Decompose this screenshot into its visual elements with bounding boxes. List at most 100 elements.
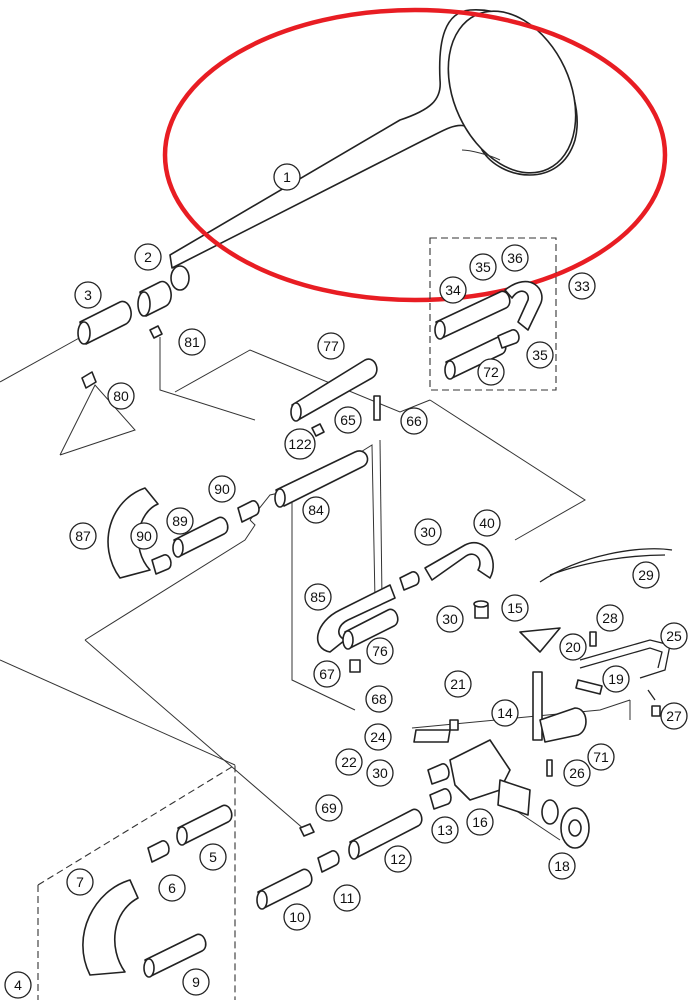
callout-35-a: 35 [469, 253, 497, 281]
callout-34: 34 [439, 276, 467, 304]
callout-circle [473, 509, 501, 537]
callout-circle [69, 522, 97, 550]
callout-circle [501, 244, 529, 272]
callout-number: 72 [483, 364, 499, 380]
callout-circle [444, 670, 472, 698]
callout-number: 24 [370, 729, 386, 745]
callout-19: 19 [602, 665, 630, 693]
callout-circle [632, 561, 660, 589]
callout-number: 11 [340, 890, 355, 906]
callout-circle [333, 884, 361, 912]
callout-67: 67 [313, 660, 341, 688]
callout-circle [317, 332, 345, 360]
callout-number: 1 [283, 169, 291, 185]
callout-33: 33 [568, 272, 596, 300]
callout-circle [74, 281, 102, 309]
callout-circle [469, 253, 497, 281]
callout-28: 28 [596, 604, 624, 632]
callout-number: 19 [608, 671, 624, 687]
callout-77: 77 [317, 332, 345, 360]
callout-number: 66 [406, 413, 422, 429]
callout-number: 16 [472, 814, 488, 830]
callout-number: 71 [593, 749, 609, 765]
callout-number: 9 [192, 974, 200, 990]
callout-number: 30 [442, 611, 458, 627]
callout-27: 27 [660, 702, 688, 730]
callout-number: 10 [289, 909, 305, 925]
callout-6: 6 [158, 874, 186, 902]
callout-number: 29 [638, 567, 654, 583]
callout-circle [660, 622, 688, 650]
callout-circle [400, 407, 428, 435]
callout-number: 122 [288, 436, 312, 452]
callout-circle [284, 428, 316, 460]
callout-number: 22 [341, 754, 357, 770]
callout-number: 21 [450, 676, 466, 692]
callout-circle [365, 685, 393, 713]
callout-35-b: 35 [526, 341, 554, 369]
callout-21: 21 [444, 670, 472, 698]
callout-circle [335, 748, 363, 776]
callout-number: 90 [214, 481, 230, 497]
callout-72: 72 [477, 358, 505, 386]
callout-circle [431, 816, 459, 844]
callout-circle [4, 971, 32, 999]
callout-68: 68 [365, 685, 393, 713]
callout-circle [563, 759, 591, 787]
callout-circle [273, 163, 301, 191]
callout-16: 16 [466, 808, 494, 836]
callout-number: 76 [372, 643, 388, 659]
callout-number: 90 [136, 528, 152, 544]
callout-4: 4 [4, 971, 32, 999]
callout-number: 87 [75, 528, 91, 544]
callout-circle [283, 903, 311, 931]
callout-122: 122 [284, 428, 316, 460]
callout-labels: 1234567910111213141516181920212224252627… [4, 163, 688, 999]
callout-3: 3 [74, 281, 102, 309]
callout-number: 5 [209, 849, 217, 865]
callout-90-b: 90 [208, 475, 236, 503]
callout-number: 35 [475, 259, 491, 275]
callout-14: 14 [491, 699, 519, 727]
callout-number: 68 [371, 691, 387, 707]
callout-number: 34 [445, 282, 461, 298]
callout-number: 15 [507, 600, 523, 616]
callout-circle [596, 604, 624, 632]
tube-parts [77, 280, 673, 978]
callout-number: 89 [172, 513, 188, 529]
callout-circle [166, 507, 194, 535]
callout-circle [366, 759, 394, 787]
callout-10: 10 [283, 903, 311, 931]
callout-65: 65 [334, 406, 362, 434]
callout-circle [134, 243, 162, 271]
callout-85: 85 [304, 583, 332, 611]
callout-number: 30 [420, 524, 436, 540]
callout-circle [366, 637, 394, 665]
callout-circle [182, 968, 210, 996]
callout-number: 14 [497, 705, 513, 721]
callout-circle [158, 874, 186, 902]
callout-number: 3 [84, 287, 92, 303]
callout-number: 2 [144, 249, 152, 265]
callout-circle [364, 723, 392, 751]
callout-number: 13 [437, 822, 453, 838]
callout-69: 69 [315, 794, 343, 822]
highlight-ellipse [162, 7, 668, 303]
callout-66: 66 [400, 407, 428, 435]
callout-84: 84 [302, 496, 330, 524]
callout-12: 12 [384, 845, 412, 873]
callout-number: 40 [479, 515, 495, 531]
callout-25: 25 [660, 622, 688, 650]
callout-circle [315, 794, 343, 822]
callout-number: 80 [113, 388, 129, 404]
callout-81: 81 [178, 328, 206, 356]
callout-circle [526, 341, 554, 369]
callout-circle [559, 633, 587, 661]
callout-number: 85 [310, 589, 326, 605]
callout-number: 25 [666, 628, 682, 644]
callout-5: 5 [199, 843, 227, 871]
callout-number: 27 [666, 708, 682, 724]
callout-number: 84 [308, 502, 324, 518]
callout-circle [130, 522, 158, 550]
